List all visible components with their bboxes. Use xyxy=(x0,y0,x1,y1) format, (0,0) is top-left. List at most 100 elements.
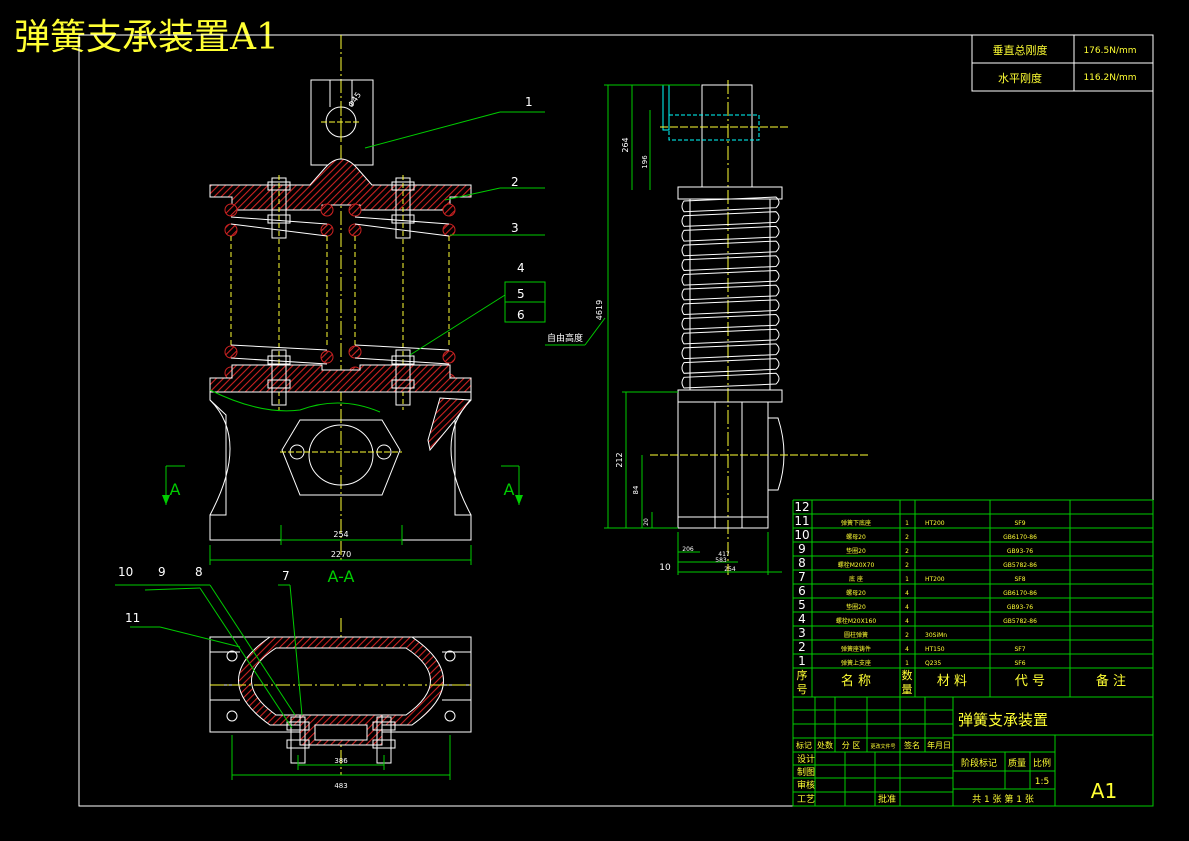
bom-row-code: GB93-76 xyxy=(1007,604,1033,611)
bom-row-no: 10 xyxy=(794,528,809,542)
bom-row-no: 6 xyxy=(798,584,806,598)
dim-plan-outer: 483 xyxy=(334,782,347,790)
dim-side-top-small: 196 xyxy=(641,155,649,169)
callout-6: 6 xyxy=(517,308,525,322)
bom-row-name: 垫圈20 xyxy=(846,603,866,611)
bom-row-material: HT200 xyxy=(925,576,945,583)
bom-row-no: 5 xyxy=(798,598,806,612)
dim-side-w1: 206 xyxy=(682,546,694,553)
rev-h-2: 处数 xyxy=(817,740,833,750)
bom-row-no: 8 xyxy=(798,556,806,570)
bom-header-code: 代 号 xyxy=(1015,674,1045,689)
bom-row-name: 螺栓M20X70 xyxy=(838,561,875,569)
dim-side-left: 10 xyxy=(659,563,671,573)
callout-9: 9 xyxy=(158,565,166,579)
section-marker-left: A xyxy=(170,480,181,499)
title-block xyxy=(792,696,1154,807)
section-marker-right: A xyxy=(504,480,515,499)
bom-header-no: 号 xyxy=(797,683,808,696)
bom-row-code: GB6170-86 xyxy=(1003,534,1037,541)
bom-row-qty: 4 xyxy=(905,646,909,653)
bom-table xyxy=(792,499,1154,698)
bom-header-qty: 量 xyxy=(902,683,913,696)
stiffness-label-1: 垂直总刚度 xyxy=(993,43,1048,57)
callout-8: 8 xyxy=(195,565,203,579)
role-design: 设计 xyxy=(797,753,815,765)
sheet-count: 共 1 张 第 1 张 xyxy=(972,793,1034,805)
dim-side-w3: 583 xyxy=(715,557,727,564)
spring-coil xyxy=(681,358,780,374)
bom-row-qty: 2 xyxy=(905,632,909,639)
dim-side-top: 264 xyxy=(621,137,630,152)
bom-row-code: GB93-76 xyxy=(1007,548,1033,555)
stage-h-1: 阶段标记 xyxy=(961,757,997,769)
dim-front-inner: 254 xyxy=(333,530,348,539)
spring-coil xyxy=(681,211,780,227)
bom-row-qty: 1 xyxy=(905,660,909,667)
bom-row-name: 底 座 xyxy=(849,575,863,583)
side-view: 4619 264 196 212 84 20 206 417 583 254 1… xyxy=(545,80,870,575)
spring-coil xyxy=(681,314,780,330)
bom-row-no: 3 xyxy=(798,626,806,640)
spring-coil xyxy=(681,372,780,389)
bom-row-qty: 4 xyxy=(905,590,909,597)
bom-row-qty: 4 xyxy=(905,604,909,611)
stiffness-value-2: 116.2N/mm xyxy=(1083,73,1136,83)
callout-2: 2 xyxy=(511,175,519,189)
bom-row-material: HT150 xyxy=(925,646,945,653)
spring-coil xyxy=(681,196,780,213)
bom-row-qty: 2 xyxy=(905,562,909,569)
bom-row-name: 垫圈20 xyxy=(846,547,866,555)
bom-row-no: 1 xyxy=(798,654,806,668)
bom-row-no: 2 xyxy=(798,640,806,654)
bom-row-code: GB5782-86 xyxy=(1003,562,1037,569)
bom-row-material: HT200 xyxy=(925,520,945,527)
bom-row-code: GB5782-86 xyxy=(1003,618,1037,625)
free-height-label: 自由高度 xyxy=(547,332,583,344)
callout-5: 5 xyxy=(517,287,525,301)
spring-coil xyxy=(681,225,780,242)
bom-row-no: 9 xyxy=(798,542,806,556)
callout-3: 3 xyxy=(511,221,519,235)
drawing-border xyxy=(78,34,1154,807)
stiffness-table xyxy=(971,34,1154,92)
bom-header-no: 序 xyxy=(797,668,808,682)
spring-coil xyxy=(681,328,780,345)
callout-1: 1 xyxy=(525,95,533,109)
bom-header-material: 材 料 xyxy=(937,674,967,689)
bom-row-name: 螺栓M20X160 xyxy=(836,617,877,625)
bom-header-qty: 数 xyxy=(902,669,913,682)
section-view: 386 483 7 8 9 10 11 xyxy=(115,565,472,790)
bom-row-qty: 2 xyxy=(905,548,909,555)
role-check: 审核 xyxy=(797,779,815,791)
stiffness-label-2: 水平刚度 xyxy=(998,71,1042,85)
bom-row-code: SF9 xyxy=(1014,520,1025,527)
bom-row-code: SF8 xyxy=(1014,576,1025,583)
callout-4: 4 xyxy=(517,261,525,275)
spring-coil xyxy=(681,284,780,301)
bom-row-qty: 2 xyxy=(905,534,909,541)
bom-row-no: 12 xyxy=(794,500,809,514)
bom-row-code: GB6170-86 xyxy=(1003,590,1037,597)
rev-h-1: 标记 xyxy=(796,740,812,750)
dim-front-outer: 2270 xyxy=(331,550,351,559)
bom-row-qty: 4 xyxy=(905,618,909,625)
spring-coil xyxy=(681,299,780,316)
bom-row-name: 螺母20 xyxy=(846,589,866,597)
bom-row-name: 弹簧上支座 xyxy=(841,659,871,667)
bom-row-material: 30SiMn xyxy=(925,632,947,639)
stiffness-value-1: 176.5N/mm xyxy=(1083,46,1136,56)
callout-11: 11 xyxy=(125,611,140,625)
bom-row-code: SF7 xyxy=(1014,646,1025,653)
spring-coil xyxy=(681,343,780,360)
bom-row-no: 7 xyxy=(798,570,806,584)
front-view: Φ45 xyxy=(162,35,546,586)
bom-row-qty: 1 xyxy=(905,520,909,527)
scale-value: 1:5 xyxy=(1035,777,1049,787)
role-process: 工艺 xyxy=(797,794,815,805)
dim-side-bottom-small: 84 xyxy=(632,485,640,494)
bom-header-name: 名 称 xyxy=(841,673,871,689)
section-label: A-A xyxy=(328,567,355,586)
rev-h-4: 更改文件号 xyxy=(870,743,895,750)
drawing-title: 弹簧支承装置A1 xyxy=(14,17,279,58)
